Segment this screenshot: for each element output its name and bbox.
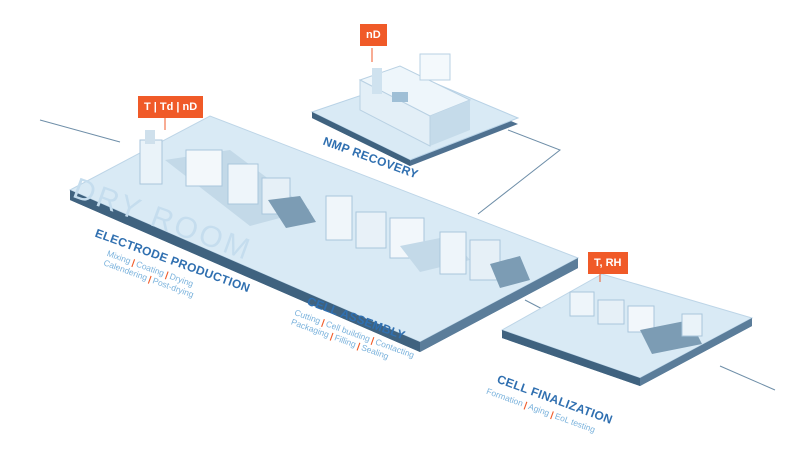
- electrode-machines: [139, 130, 316, 228]
- finalization-tag: T, RH: [588, 252, 628, 274]
- connector-lines: [39, 119, 776, 391]
- electrode-tag: T | Td | nD: [138, 96, 204, 118]
- assembly-machines: [325, 195, 530, 288]
- right-connector-line: [719, 365, 776, 391]
- nmp-machine: [358, 53, 472, 147]
- nmp-connector-line: [477, 129, 562, 215]
- finalization-machines: [569, 291, 703, 354]
- left-connector-line: [39, 119, 121, 143]
- finalization-platform: [500, 273, 754, 386]
- nmp-tag: nD: [360, 24, 387, 46]
